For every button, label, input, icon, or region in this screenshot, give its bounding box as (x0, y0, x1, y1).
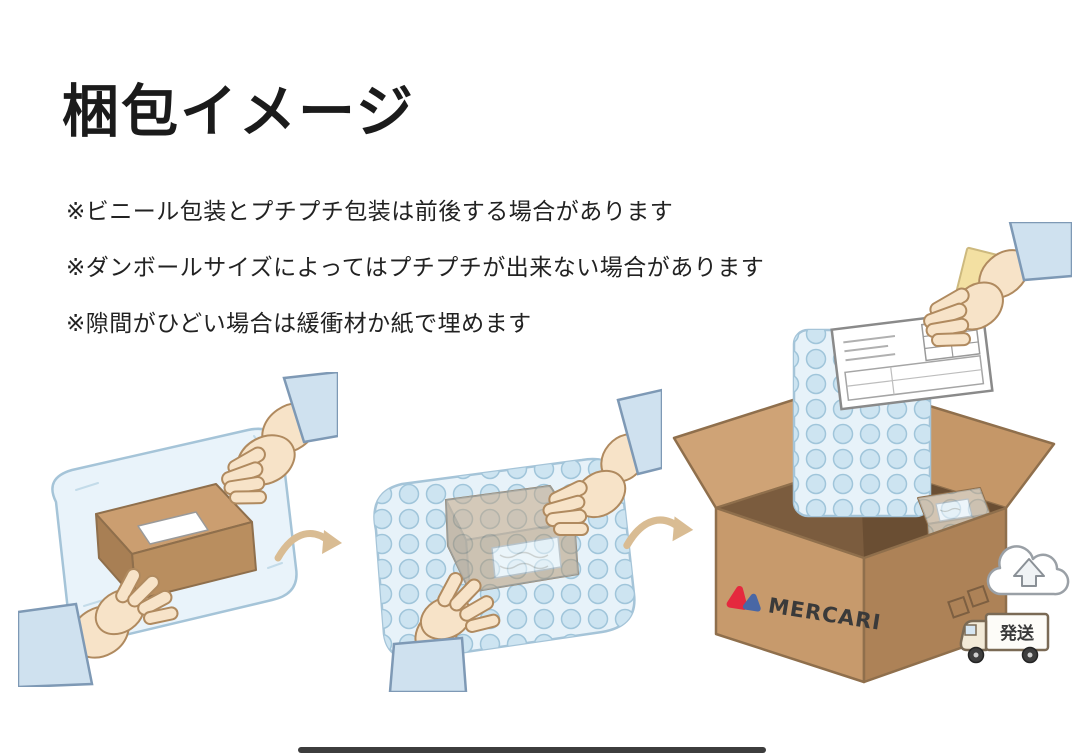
lower-hand-icon (388, 571, 501, 692)
upper-hand-icon (923, 222, 1072, 348)
step2-bubble-wrap-illustration (373, 388, 662, 692)
truck-badge-text: 発送 (999, 623, 1035, 644)
cardboard-box-icon (95, 483, 257, 601)
mercari-logo-mark-blue (742, 593, 761, 612)
notes-list: ※ビニール包装とプチプチ包装は前後する場合があります ※ダンボールサイズによって… (66, 192, 764, 360)
step1-vinyl-wrap-illustration (18, 372, 338, 687)
note-line: ※ダンボールサイズによってはプチプチが出来ない場合があります (66, 255, 765, 281)
delivery-truck-icon: 発送 (959, 612, 1050, 664)
note-line: ※ビニール包装とプチプチ包装は前後する場合があります (66, 199, 674, 225)
upper-hand-icon (542, 388, 662, 536)
sleeve (388, 636, 468, 692)
truck-window (964, 624, 977, 636)
curved-right-arrow-icon (274, 530, 342, 562)
curved-right-arrow-icon (623, 516, 694, 550)
box-side-squares (947, 584, 990, 619)
sleeve (1008, 222, 1072, 282)
page-title: 梱包イメージ (62, 79, 415, 145)
sleeve (282, 372, 338, 444)
box-label (137, 511, 209, 545)
note-line: ※隙間がひどい場合は緩衝材か紙で埋めます (66, 311, 532, 337)
sleeve (18, 602, 94, 687)
upload-cloud-icon (986, 545, 1070, 596)
bottom-bar (298, 747, 766, 753)
step3-box-packing-illustration: MERCARI (672, 222, 1072, 684)
lower-hand-icon (18, 567, 179, 687)
sleeve (616, 388, 662, 476)
upper-hand-icon (221, 372, 338, 505)
up-arrow-icon (1013, 558, 1045, 587)
mercari-logo-mark-red (726, 585, 748, 610)
